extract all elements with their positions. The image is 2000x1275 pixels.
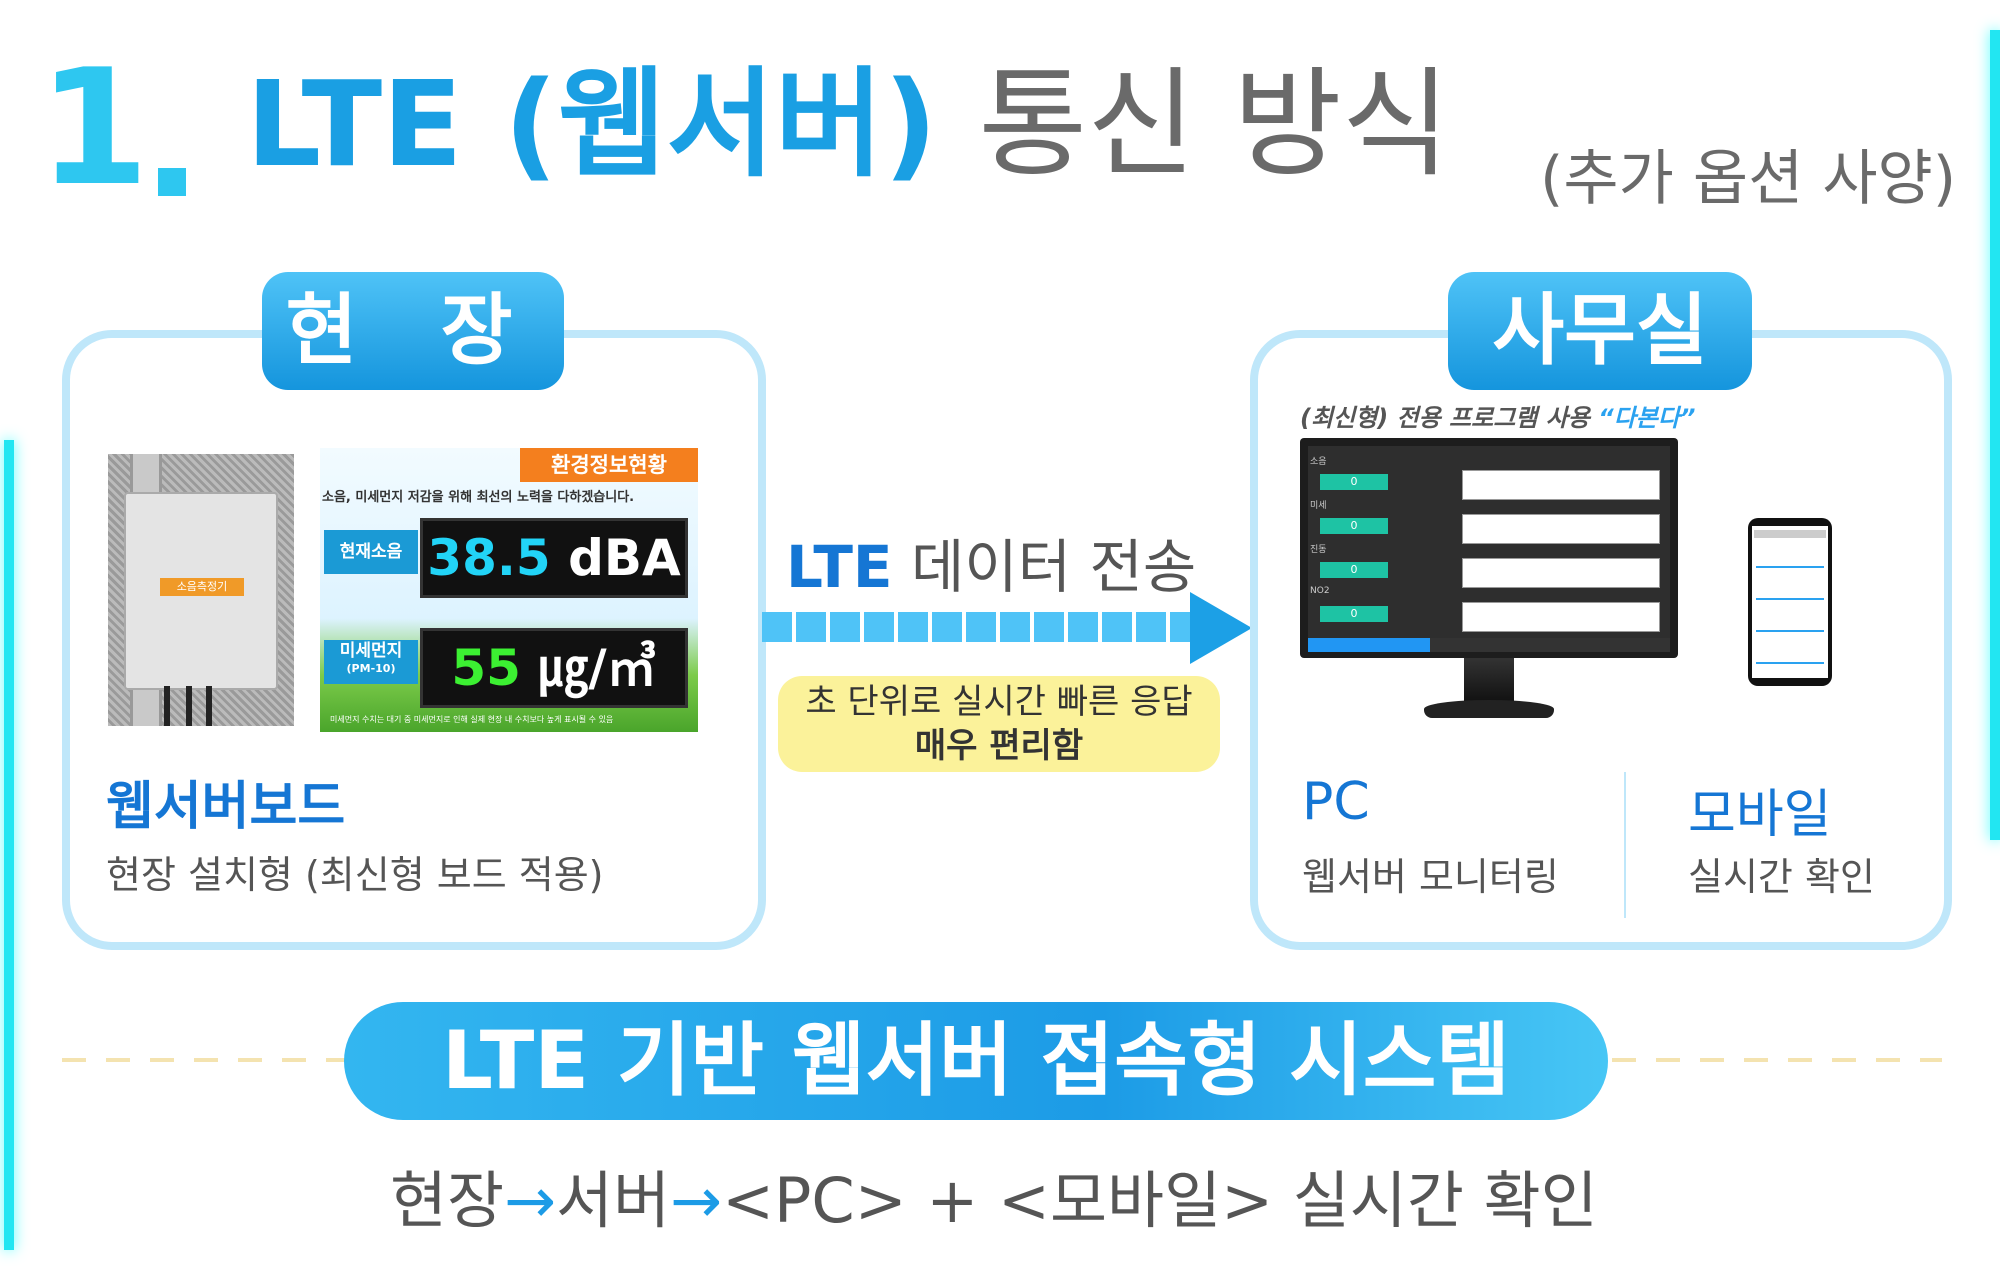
device-cable	[206, 686, 212, 726]
monitor-base	[1424, 700, 1554, 718]
phone-chart	[1756, 552, 1824, 568]
dash-decoration-left	[62, 1058, 346, 1062]
monitor-row-label: 소음	[1310, 457, 1327, 467]
monitor-stand	[1464, 658, 1514, 702]
monitor-gauge: 0	[1320, 562, 1388, 578]
phone-chart	[1756, 584, 1824, 600]
dust-tag: 미세먼지 (PM-10)	[324, 640, 418, 684]
phone-screen	[1752, 526, 1828, 678]
system-banner: LTE 기반 웹서버 접속형 시스템	[344, 1002, 1608, 1120]
monitor-row-label: 미세	[1310, 501, 1327, 511]
site-caption-title: 웹서버보드	[106, 777, 346, 837]
page-title: LTE (웹서버) 통신 방식	[246, 59, 1450, 190]
monitor-row: 미세 0	[1310, 501, 1666, 544]
flow-line: 현장→서버→<PC> + <모바일> 실시간 확인	[390, 1150, 1598, 1240]
dash-decoration-right	[1612, 1058, 1942, 1062]
transfer-label: LTE 데이터 전송	[786, 520, 1196, 604]
title-gray: 통신 방식	[978, 55, 1451, 193]
right-edge-glow	[1990, 30, 2000, 840]
site-caption-sub: 현장 설치형 (최신형 보드 적용)	[106, 853, 604, 897]
monitor-row-label: NO2	[1310, 586, 1330, 596]
dust-display: 55 ㎍/㎥	[420, 628, 688, 708]
monitor-row-label: 진동	[1310, 545, 1327, 555]
title-blue: LTE (웹서버)	[246, 55, 938, 193]
office-divider	[1624, 772, 1626, 918]
dust-tag-label: 미세먼지	[339, 641, 403, 661]
program-caption: (최신형) 전용 프로그램 사용 “다본다”	[1300, 398, 1695, 433]
device-cable	[186, 686, 192, 726]
left-edge-glow	[4, 440, 14, 1250]
dust-unit: ㎍/㎥	[538, 639, 657, 697]
noise-display: 38.5 dBA	[420, 518, 688, 598]
monitor-gauge: 0	[1320, 606, 1388, 622]
program-name: “다본다”	[1598, 404, 1696, 432]
monitor-gauge: 0	[1320, 474, 1388, 490]
transfer-arrow	[762, 612, 1192, 642]
flow-server: 서버	[556, 1164, 671, 1237]
noise-tag: 현재소음	[324, 530, 418, 574]
monitor-row: 소음 0	[1310, 457, 1666, 500]
device-label: 소음측정기	[160, 578, 244, 596]
transfer-label-rest: 데이터 전송	[910, 533, 1197, 601]
dust-tag-sub: (PM-10)	[346, 662, 396, 675]
board-footer: 미세먼지 수치는 대기 중 미세먼지로 인해 실제 현장 내 수치보다 높게 표…	[330, 715, 614, 724]
noise-unit: dBA	[568, 529, 681, 587]
note-line-2: 매우 편리함	[914, 726, 1084, 766]
office-pill: 사무실	[1448, 272, 1752, 390]
monitor-taskbar-active	[1308, 638, 1430, 652]
monitor-row: NO2 0	[1310, 586, 1666, 632]
phone-chart	[1756, 616, 1824, 632]
monitor-plot	[1462, 470, 1660, 500]
pc-title: PC	[1302, 772, 1370, 832]
flow-arrow-icon: →	[504, 1164, 557, 1237]
phone-chart	[1756, 648, 1824, 664]
transfer-arrow-head	[1190, 592, 1252, 664]
monitor-gauge: 0	[1320, 518, 1388, 534]
board-header: 환경정보현황	[520, 448, 698, 482]
transfer-note: 초 단위로 실시간 빠른 응답 매우 편리함	[778, 676, 1220, 772]
program-prefix: (최신형) 전용 프로그램 사용	[1300, 404, 1590, 432]
monitor-plot	[1462, 558, 1660, 588]
flow-site: 현장	[390, 1164, 505, 1237]
monitor-row: 진동 0	[1310, 545, 1666, 588]
note-line-1: 초 단위로 실시간 빠른 응답	[805, 682, 1193, 722]
monitor-plot	[1462, 514, 1660, 544]
title-number-dot	[158, 168, 186, 196]
flow-result: <PC> + <모바일> 실시간 확인	[722, 1164, 1598, 1237]
transfer-label-bold: LTE	[786, 533, 893, 601]
noise-value: 38.5	[427, 529, 551, 587]
title-subtitle: (추가 옵션 사양)	[1540, 144, 1957, 214]
pc-sub: 웹서버 모니터링	[1302, 855, 1559, 899]
dust-value: 55	[451, 639, 521, 697]
board-slogan: 소음, 미세먼지 저감을 위해 최선의 노력을 다하겠습니다.	[322, 490, 635, 505]
flow-arrow-icon: →	[670, 1164, 723, 1237]
mobile-sub: 실시간 확인	[1688, 855, 1875, 899]
title-number: 1.1	[38, 34, 150, 221]
mobile-title: 모바일	[1688, 785, 1832, 845]
monitor-plot	[1462, 602, 1660, 632]
site-pill: 현 장	[262, 272, 564, 390]
phone-header	[1754, 530, 1826, 538]
device-cable	[164, 686, 170, 726]
